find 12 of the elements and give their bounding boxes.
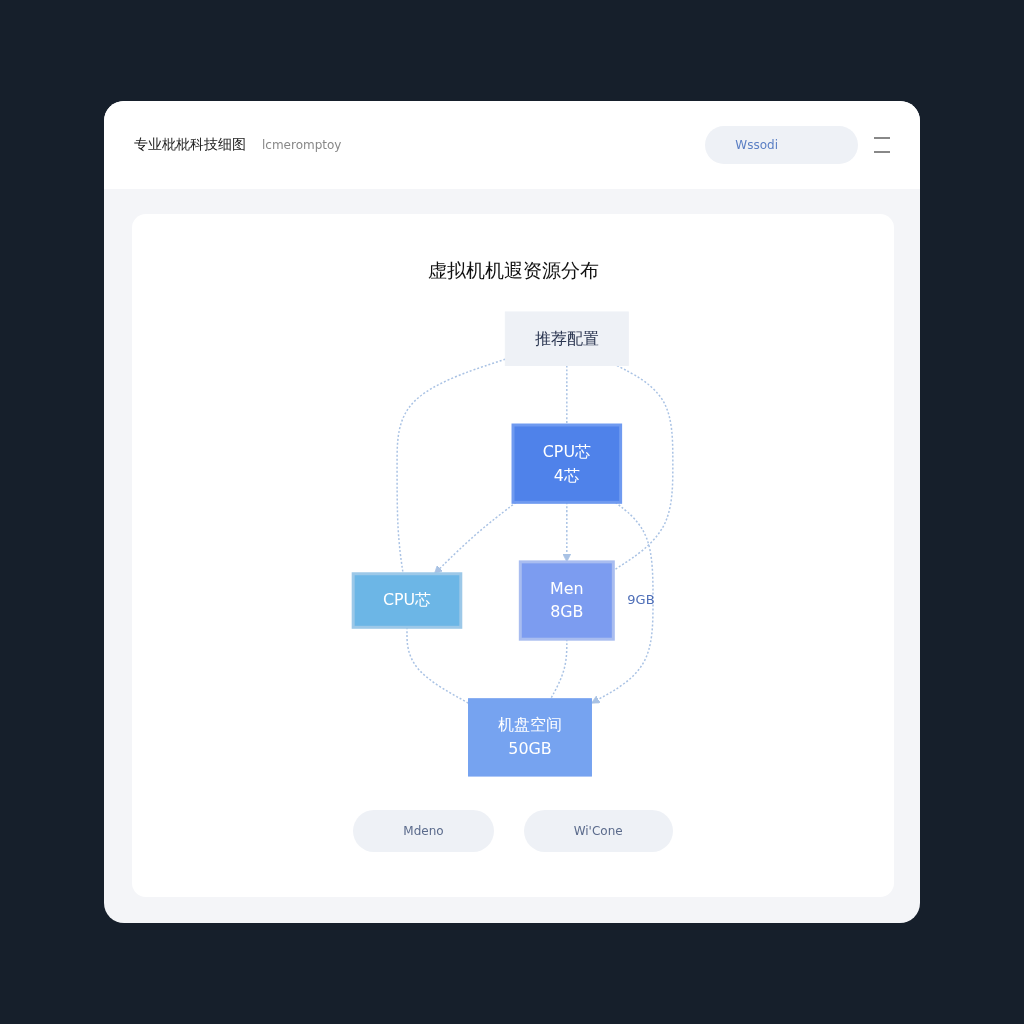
header-subtitle: lcmeromptoy: [262, 138, 342, 152]
dropdown-select: Wssodi: [705, 126, 858, 164]
node-box: 机盘空间 50GB: [468, 698, 592, 777]
header-title: 专业枇枇科技细图: [134, 136, 246, 154]
node-box: CPU芯: [351, 572, 463, 629]
pill-button: Mdeno: [353, 810, 494, 852]
node-box: Men 8GB: [518, 560, 615, 641]
pill-button: Wi'Cone: [523, 810, 673, 852]
diagram-title: 虚拟机机遐资源分布: [426, 258, 600, 283]
node-box: CPU芯 4芯: [511, 423, 623, 504]
side-label: 9GB: [627, 591, 655, 607]
node-box: 推荐配置: [504, 311, 629, 366]
